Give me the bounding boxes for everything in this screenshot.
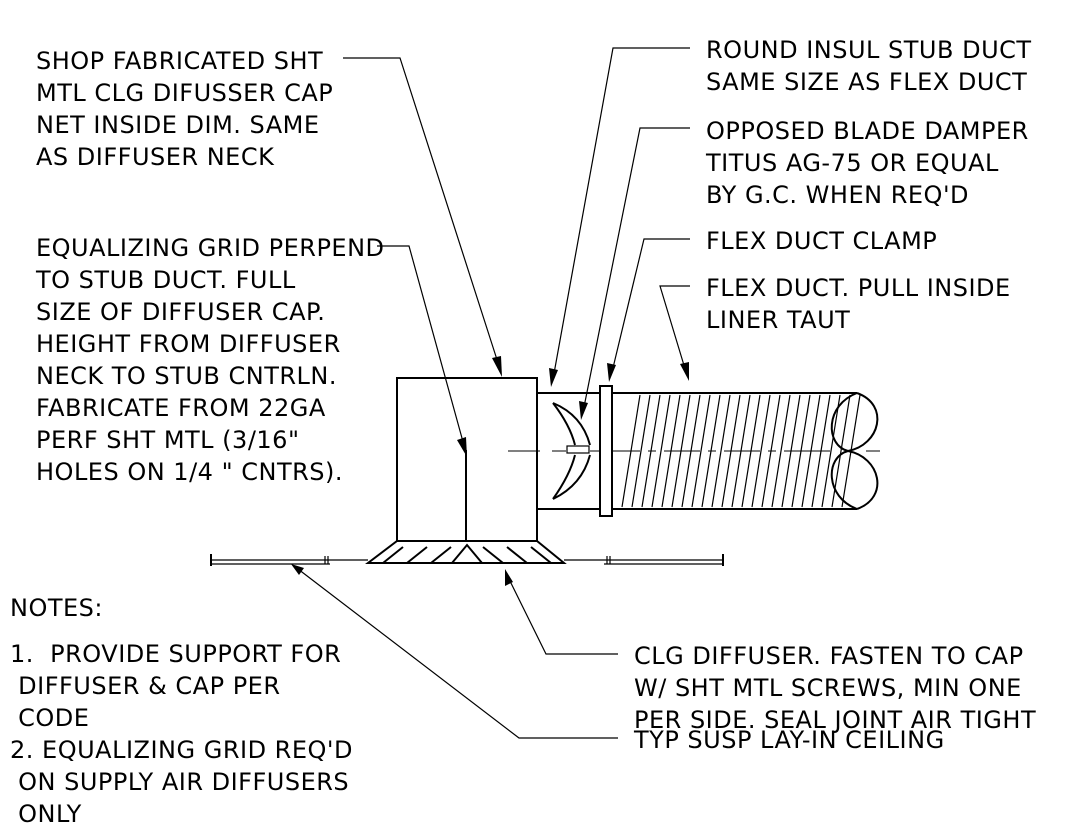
leader-grid — [377, 245, 467, 457]
notes-heading: NOTES: — [10, 594, 103, 622]
callout-grid-line: HOLES ON 1/4 " CNTRS). — [36, 458, 343, 486]
callout-cap-line: AS DIFFUSER NECK — [36, 143, 275, 171]
callout-grid-line: EQUALIZING GRID PERPEND — [36, 234, 385, 262]
flex-duct-corrugation — [771, 394, 791, 508]
callout-damper-line: BY G.C. WHEN REQ'D — [706, 181, 969, 209]
callout-clamp: FLEX DUCT CLAMP — [706, 227, 937, 255]
callout-cap: SHOP FABRICATED SHT MTL CLG DIFUSSER CAP… — [36, 47, 341, 171]
flex-duct-corrugation — [631, 394, 651, 508]
flex-duct-corrugation — [651, 394, 671, 508]
leader-cap — [343, 57, 502, 377]
leader-stub — [549, 47, 690, 387]
note-item-2-line: 2. EQUALIZING GRID REQ'D — [10, 736, 353, 764]
callout-damper-line: TITUS AG-75 OR EQUAL — [705, 149, 999, 177]
callout-grid-line: NECK TO STUB CNTRLN. — [36, 362, 337, 390]
suspended-ceiling-left — [210, 554, 368, 566]
flex-duct — [612, 392, 879, 510]
stub-duct — [537, 392, 600, 510]
callout-grid: EQUALIZING GRID PERPEND TO STUB DUCT. FU… — [35, 234, 393, 486]
note-item-2-line: ONLY — [10, 800, 82, 824]
callout-stub: ROUND INSUL STUB DUCT SAME SIZE AS FLEX … — [706, 36, 1040, 96]
leader-flex — [659, 285, 690, 381]
note-item-1-line: DIFFUSER & CAP PER — [10, 672, 281, 700]
callout-ceiling: TYP SUSP LAY-IN CEILING — [633, 726, 945, 754]
callout-diffuser-line: W/ SHT MTL SCREWS, MIN ONE — [634, 674, 1022, 702]
leader-diffuser — [505, 569, 618, 655]
callout-flex-line: FLEX DUCT. PULL INSIDE — [706, 274, 1011, 302]
flex-duct-corrugation — [691, 394, 711, 508]
callout-damper-line: OPPOSED BLADE DAMPER — [706, 117, 1029, 145]
callout-grid-line: SIZE OF DIFFUSER CAP. — [36, 298, 325, 326]
callout-cap-line: SHOP FABRICATED SHT — [36, 47, 323, 75]
note-item-1-line: CODE — [10, 704, 89, 732]
callout-grid-line: TO STUB DUCT. FULL — [35, 266, 296, 294]
callout-flex-line: LINER TAUT — [706, 306, 850, 334]
leader-ceiling — [291, 564, 618, 739]
callout-diffuser-line: CLG DIFFUSER. FASTEN TO CAP — [634, 642, 1024, 670]
flex-duct-corrugation — [711, 394, 731, 508]
callout-grid-line: HEIGHT FROM DIFFUSER — [36, 330, 341, 358]
callout-cap-line: MTL CLG DIFUSSER CAP — [36, 79, 333, 107]
flex-duct-corrugation — [841, 394, 861, 508]
note-item-2: 2. EQUALIZING GRID REQ'D ON SUPPLY AIR D… — [10, 0, 394, 824]
suspended-ceiling-right — [564, 554, 724, 566]
callout-flex: FLEX DUCT. PULL INSIDE LINER TAUT — [706, 274, 1019, 334]
note-item-1: 1. PROVIDE SUPPORT FOR DIFFUSER & CAP PE… — [10, 0, 382, 732]
callout-diffuser: CLG DIFFUSER. FASTEN TO CAP W/ SHT MTL S… — [634, 642, 1036, 734]
ceiling-diffuser — [365, 540, 567, 564]
note-item-2-line: ON SUPPLY AIR DIFFUSERS — [10, 768, 349, 796]
leader-damper — [579, 127, 690, 420]
callout-grid-line: FABRICATE FROM 22GA — [36, 394, 326, 422]
flex-duct-clamp — [599, 385, 613, 517]
flex-duct-corrugation — [751, 394, 771, 508]
flex-duct-corrugation — [821, 394, 841, 508]
callout-stub-line: SAME SIZE AS FLEX DUCT — [706, 68, 1027, 96]
callout-stub-line: ROUND INSUL STUB DUCT — [706, 36, 1032, 64]
opposed-blade-damper — [552, 402, 591, 500]
flex-duct-corrugation — [831, 394, 851, 508]
callout-grid-line: PERF SHT MTL (3/16" — [36, 426, 299, 454]
leader-clamp — [607, 238, 690, 382]
callout-diffuser-line: PER SIDE. SEAL JOINT AIR TIGHT — [634, 706, 1036, 734]
callout-cap-line: NET INSIDE DIM. SAME — [36, 111, 320, 139]
callout-damper: OPPOSED BLADE DAMPER TITUS AG-75 OR EQUA… — [705, 117, 1037, 209]
note-item-1-line: 1. PROVIDE SUPPORT FOR — [10, 640, 341, 668]
